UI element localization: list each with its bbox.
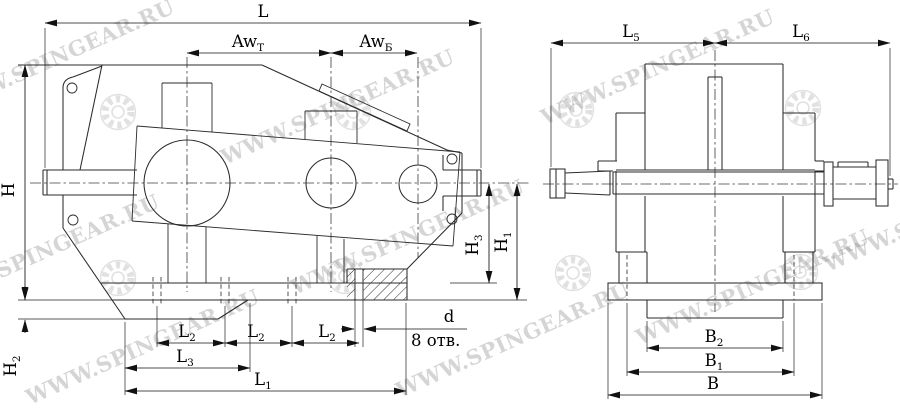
dim-label-L2: L2 — [178, 322, 196, 344]
watermark-text: WWW.SPINGEAR.RU — [536, 4, 778, 130]
inspection-cover — [318, 83, 411, 132]
dim-L: L — [44, 2, 482, 168]
bore-circle-intermediate — [305, 157, 357, 209]
dim-label-B: B — [707, 374, 719, 393]
dim-B2: B2 — [646, 321, 784, 352]
dimensions-right-view: L5 L6 B2 B1 B — [550, 22, 891, 399]
dim-label-AwB: AwБ — [358, 32, 392, 54]
top-bosses — [161, 82, 411, 143]
dim-label-L1: L1 — [254, 370, 272, 392]
dim-L3: L3 — [124, 303, 251, 372]
dim-label-L3: L3 — [176, 347, 194, 369]
dim-label-L2: L2 — [318, 322, 336, 344]
dim-B1: B1 — [626, 303, 795, 376]
right-view — [543, 50, 898, 319]
dim-d-holes: d 8 отв. — [341, 307, 467, 350]
watermark-text: WWW.SPINGEAR.RU — [631, 224, 873, 350]
output-coupling-ring — [823, 161, 834, 207]
dim-label-d: d — [444, 307, 455, 326]
watermark-text: WWW.SPINGEAR.RU — [0, 189, 163, 315]
output-shaft-side — [442, 155, 482, 211]
base-plate-left — [101, 268, 408, 305]
left-view — [18, 57, 530, 320]
dim-L6: L6 — [714, 22, 891, 176]
dim-L5: L5 — [550, 22, 716, 167]
dim-H2: H2 — [1, 286, 128, 377]
dim-H3: H3 — [450, 183, 497, 284]
dim-label-AwT: AwТ — [231, 32, 264, 54]
dim-label-H2: H2 — [1, 355, 23, 376]
dim-label-L5: L5 — [622, 22, 640, 44]
foot-bolt-centerlines — [626, 255, 795, 300]
input-shaft-side — [42, 169, 137, 196]
holes-count-note: 8 отв. — [411, 331, 460, 350]
dim-H: H — [0, 64, 112, 301]
horizontal-shaft — [549, 159, 894, 207]
watermark-text: WWW.SPINGEAR.RU — [21, 284, 263, 408]
dim-AwT: AwТ — [186, 32, 332, 57]
dim-L2-group: L2 L2 L2 — [156, 300, 364, 347]
dim-label-L2: L2 — [247, 322, 265, 344]
centerlines-right — [543, 50, 898, 312]
gear-block — [131, 125, 461, 247]
shaft-bore-circles — [143, 139, 438, 227]
support-columns — [167, 224, 345, 283]
input-shaft-nut — [549, 168, 566, 199]
bore-circle-low-speed — [143, 139, 231, 227]
dim-label-L: L — [258, 2, 269, 21]
bore-circle-high-speed — [398, 164, 438, 204]
housing-front-outline — [597, 63, 824, 319]
dim-AwB: AwБ — [330, 32, 418, 57]
dim-label-H: H — [0, 183, 18, 197]
dim-H1: H1 — [407, 183, 527, 301]
dim-L1: L1 — [124, 303, 407, 395]
dimensions-left-view: L AwТ AwБ H H2 H3 — [0, 2, 527, 395]
dim-B: B — [607, 303, 823, 399]
gear-watermark-icon — [101, 91, 821, 296]
dim-label-H1: H1 — [492, 231, 514, 252]
bolt-hole-section — [355, 269, 363, 300]
dim-label-B1: B1 — [705, 351, 724, 373]
flange-holes — [66, 82, 458, 226]
centerlines-left — [30, 57, 530, 292]
foot-bolt-holes — [152, 277, 297, 305]
output-end-ring — [875, 159, 889, 207]
dim-label-L6: L6 — [792, 22, 810, 44]
watermark-text: WWW.SPINGEAR.RU — [0, 0, 178, 120]
input-shaft-cone — [564, 170, 611, 174]
watermark-text: WWW.SPINGEAR.RU — [216, 44, 458, 170]
dim-label-B2: B2 — [705, 327, 724, 349]
dim-label-H3: H3 — [463, 234, 485, 255]
